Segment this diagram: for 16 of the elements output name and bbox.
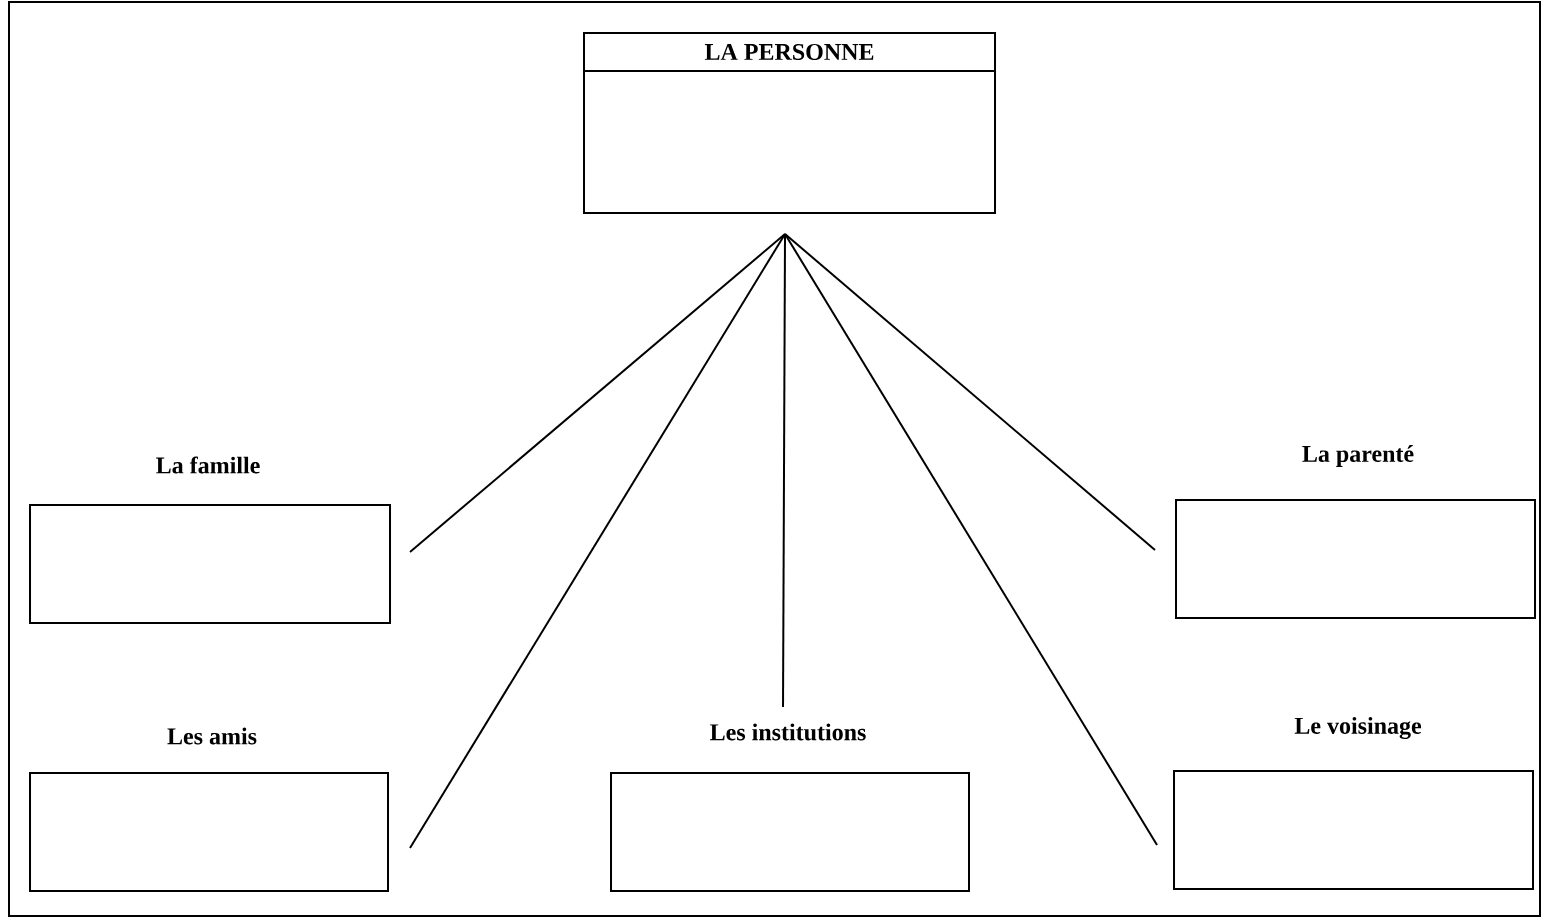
- labelled-box: La famille: [29, 456, 391, 624]
- node-label: Les institutions: [710, 723, 866, 741]
- connector-line: [782, 233, 786, 708]
- node-label: Les amis: [167, 727, 257, 745]
- node-label: La famille: [156, 456, 260, 474]
- connector-line: [409, 233, 786, 849]
- node-label: Le voisinage: [1294, 717, 1422, 739]
- labelled-box: Le voisinage: [1173, 717, 1534, 890]
- node-label: La parenté: [1302, 445, 1414, 467]
- connector-line: [784, 233, 1156, 551]
- connector-line: [409, 233, 786, 553]
- labelled-box: Les amis: [29, 727, 389, 892]
- labelled-box: La parenté: [1175, 445, 1536, 619]
- labelled-box: Les institutions: [610, 723, 970, 892]
- connector-line: [784, 233, 1158, 846]
- header-box: LA PERSONNE: [583, 31, 996, 214]
